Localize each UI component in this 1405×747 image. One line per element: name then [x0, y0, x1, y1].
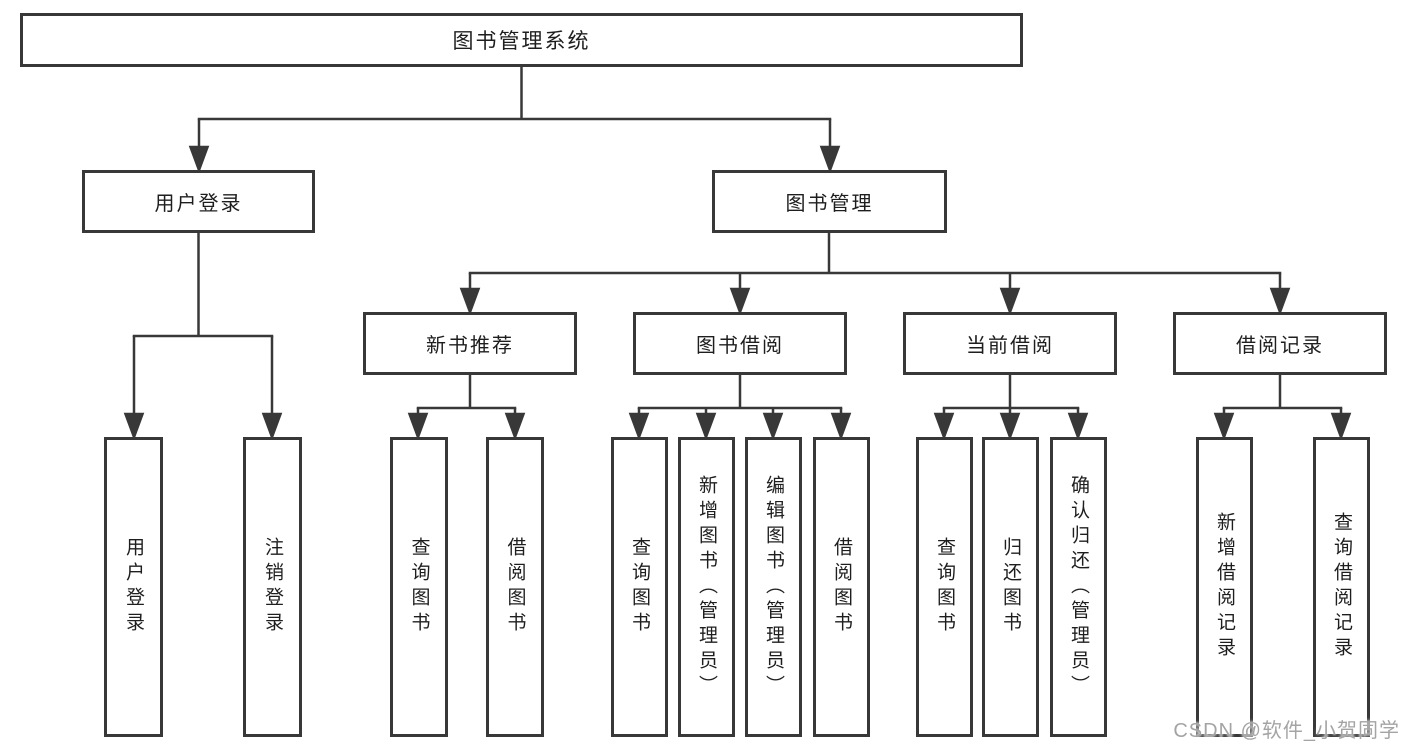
connector-borrow-records [1213, 375, 1352, 441]
connector-book-management [459, 233, 1291, 316]
leaf-query-books-borrow: 查询图书 [611, 437, 668, 737]
leaf-query-books-current: 查询图书 [916, 437, 973, 737]
leaf-add-borrow-record: 新增借阅记录 [1196, 437, 1253, 737]
csdn-watermark: CSDN @软件_小贺同学 [1173, 720, 1400, 742]
node-root-system: 图书管理系统 [20, 13, 1023, 67]
leaf-edit-book-admin: 编辑图书（管理员） [745, 437, 802, 737]
node-book-management: 图书管理 [712, 170, 947, 233]
connector-current-borrow [933, 375, 1089, 441]
leaf-query-borrow-record: 查询借阅记录 [1313, 437, 1370, 737]
leaf-borrow-books-recommend: 借阅图书 [486, 437, 544, 737]
connector-new-book-recommend [407, 375, 526, 441]
node-book-borrow: 图书借阅 [633, 312, 847, 375]
connector-user-login [123, 233, 283, 441]
leaf-user-login: 用户登录 [104, 437, 163, 737]
node-new-book-recommend: 新书推荐 [363, 312, 577, 375]
leaf-logout: 注销登录 [243, 437, 302, 737]
connector-book-borrow [628, 375, 852, 441]
node-borrow-records: 借阅记录 [1173, 312, 1387, 375]
leaf-query-books-recommend: 查询图书 [390, 437, 448, 737]
node-current-borrow: 当前借阅 [903, 312, 1117, 375]
leaf-return-book: 归还图书 [982, 437, 1039, 737]
node-user-login: 用户登录 [82, 170, 315, 233]
leaf-borrow-books: 借阅图书 [813, 437, 870, 737]
connector-root [188, 67, 841, 174]
leaf-confirm-return-admin: 确认归还（管理员） [1050, 437, 1107, 737]
leaf-add-book-admin: 新增图书（管理员） [678, 437, 735, 737]
